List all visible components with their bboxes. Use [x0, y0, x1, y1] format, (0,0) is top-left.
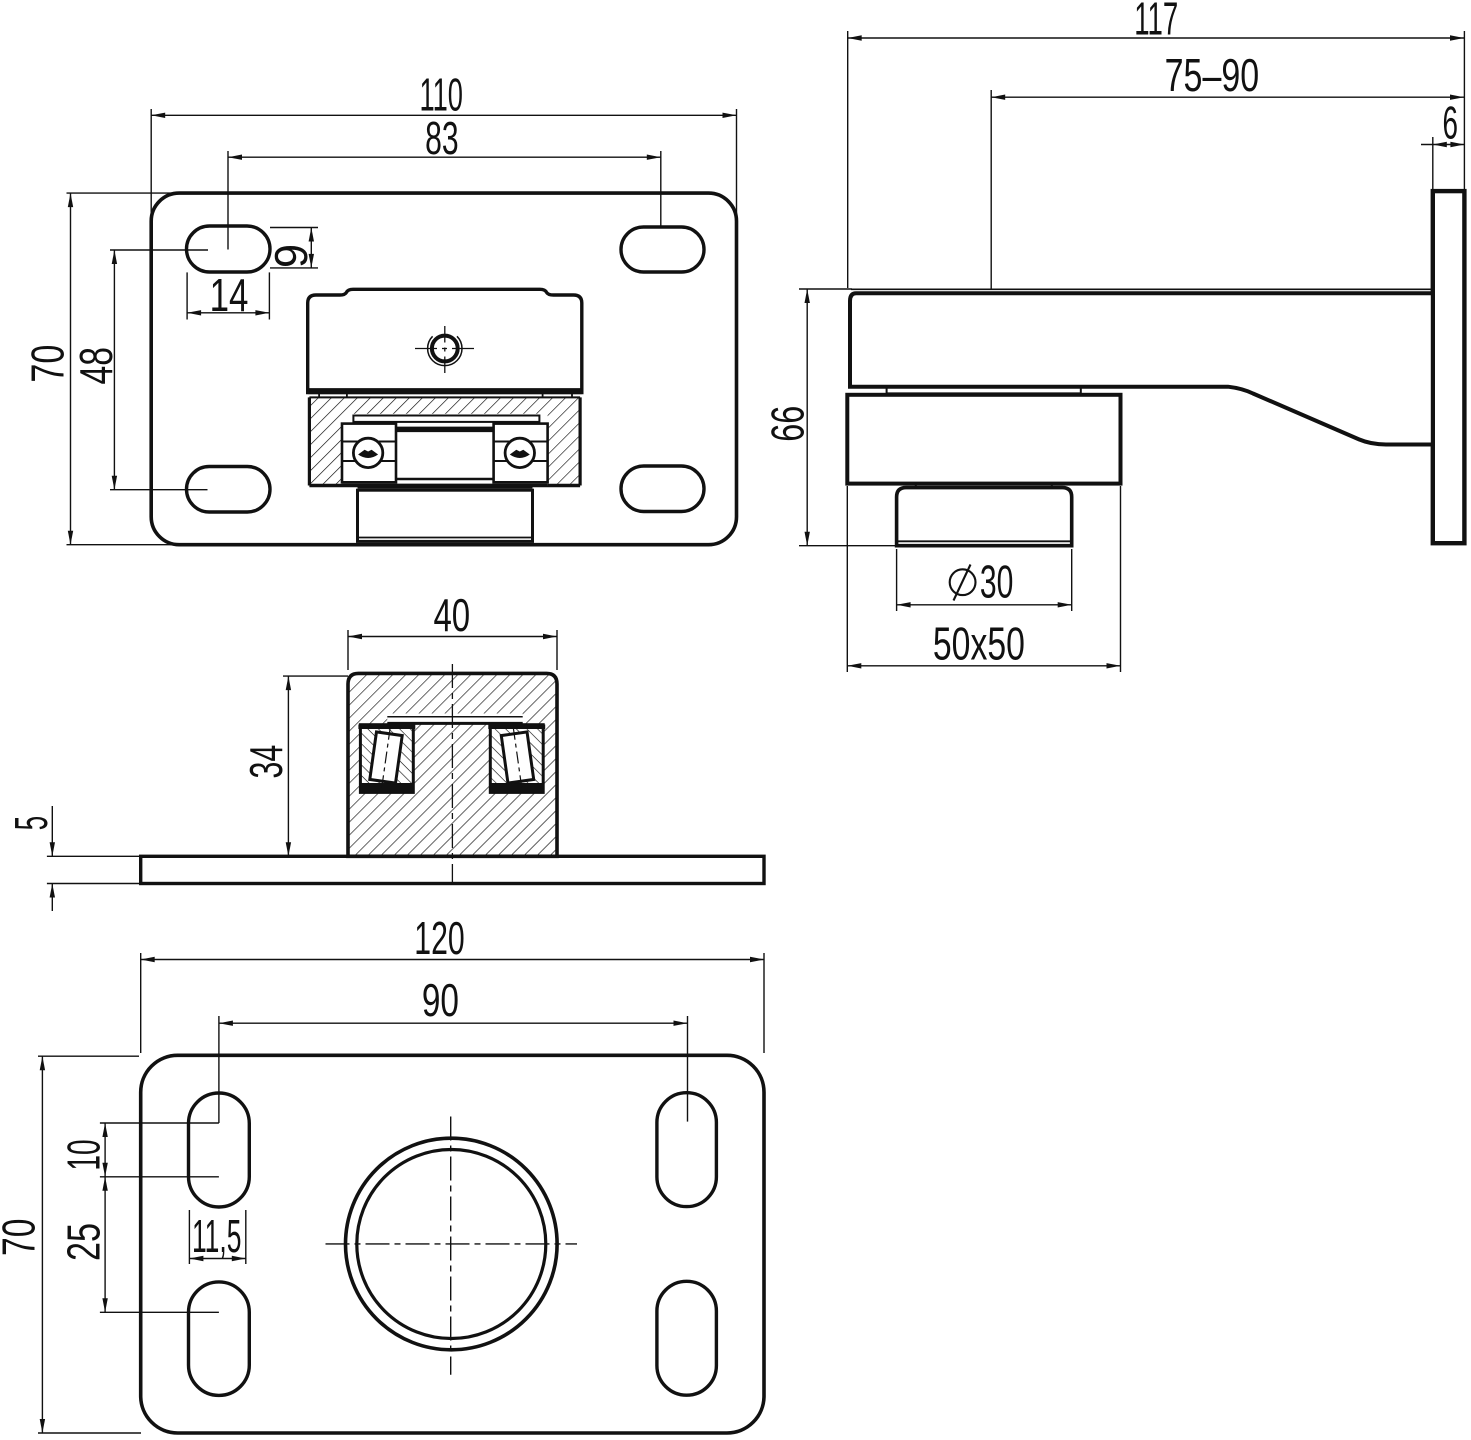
svg-text:70: 70	[22, 345, 74, 383]
svg-text:117: 117	[1134, 0, 1178, 44]
svg-text:14: 14	[210, 269, 249, 321]
svg-text:70: 70	[0, 1219, 45, 1257]
svg-text:11,5: 11,5	[192, 1210, 242, 1262]
svg-text:25: 25	[57, 1223, 109, 1261]
svg-text:66: 66	[762, 406, 814, 442]
svg-text:9: 9	[265, 244, 317, 268]
svg-text:110: 110	[419, 68, 463, 120]
svg-text:40: 40	[433, 589, 470, 641]
svg-text:75–90: 75–90	[1165, 49, 1260, 101]
svg-text:83: 83	[425, 112, 459, 164]
svg-text:10: 10	[57, 1139, 109, 1170]
svg-text:5: 5	[5, 816, 57, 830]
svg-text:30: 30	[980, 556, 1014, 608]
svg-text:90: 90	[422, 974, 459, 1026]
svg-text:50x50: 50x50	[933, 618, 1025, 670]
svg-text:48: 48	[70, 347, 122, 385]
svg-text:34: 34	[240, 745, 292, 779]
svg-text:6: 6	[1443, 97, 1459, 149]
svg-text:120: 120	[414, 912, 464, 964]
